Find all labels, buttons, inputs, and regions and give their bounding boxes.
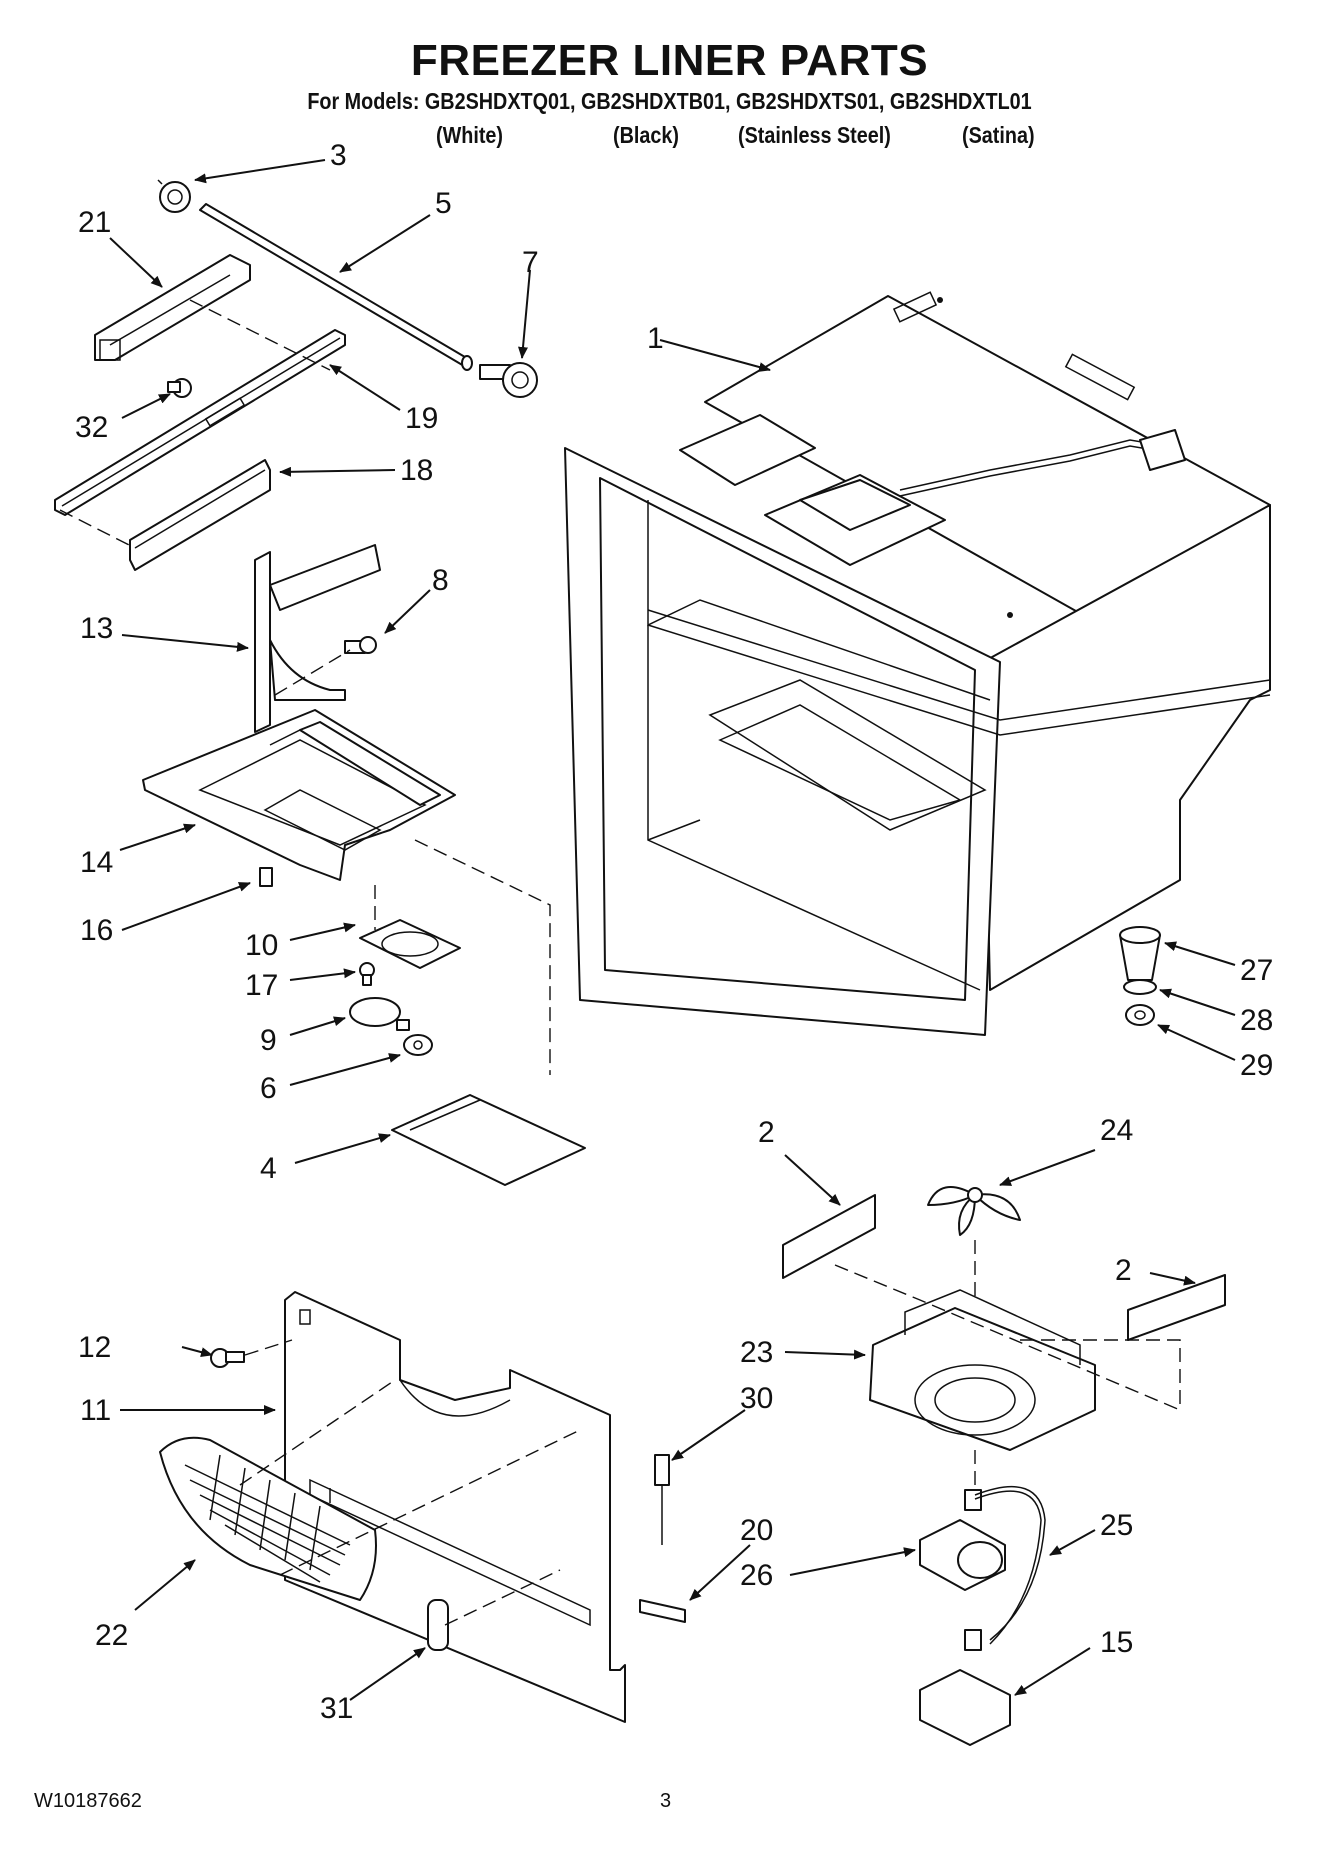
page-number: 3 — [660, 1790, 672, 1812]
rod-part-5 — [199, 203, 473, 371]
freezer-liner-part — [564, 291, 1271, 1036]
model-list: For Models: GB2SHDXTQ01, GB2SHDXTB01, GB… — [307, 88, 1032, 114]
washer-part-28 — [1123, 979, 1157, 995]
callout-32: 32 — [75, 411, 108, 444]
callout-labels: 1 2 2 3 4 5 6 7 8 9 10 11 12 13 14 15 16… — [75, 139, 1273, 1725]
bracket-part-21 — [94, 254, 251, 361]
callout-8: 8 — [432, 564, 449, 597]
foam-strip-part-20 — [639, 1599, 686, 1623]
finish-black: (Black) — [613, 122, 679, 148]
slide-rail-part-19 — [54, 329, 346, 516]
callout-20: 20 — [740, 1514, 773, 1547]
callout-1: 1 — [647, 322, 664, 355]
callout-21: 21 — [78, 206, 111, 239]
callout-10: 10 — [245, 929, 278, 962]
bulb-part-9 — [349, 997, 410, 1031]
clip-part-31 — [427, 1599, 449, 1651]
wire-harness-part-25 — [974, 1485, 1046, 1645]
callout-2-left: 2 — [758, 1116, 775, 1149]
finish-stainless-steel: (Stainless Steel) — [738, 122, 891, 148]
screw-part-17 — [359, 962, 375, 986]
callout-15: 15 — [1100, 1626, 1133, 1659]
callout-31: 31 — [320, 1692, 353, 1725]
leader-lines — [109, 159, 1236, 1701]
callout-19: 19 — [405, 402, 438, 435]
fan-blade-part-24 — [927, 1186, 1021, 1236]
callout-12: 12 — [78, 1331, 111, 1364]
clip-part-16 — [259, 867, 273, 887]
finish-satina: (Satina) — [962, 122, 1035, 148]
socket-part-6 — [403, 1034, 433, 1056]
rail-bracket-part-18 — [129, 459, 271, 571]
callout-6: 6 — [260, 1072, 277, 1105]
motor-bracket-part-15 — [919, 1629, 1011, 1746]
callout-28: 28 — [1240, 1004, 1273, 1037]
fan-shroud-part-23 — [869, 1289, 1096, 1451]
assembly-lines — [59, 299, 1181, 1626]
front-grille-part-22 — [159, 1436, 377, 1601]
callout-13: 13 — [80, 612, 113, 645]
cup-part-27 — [1119, 926, 1161, 981]
callout-26: 26 — [740, 1559, 773, 1592]
page-title: FREEZER LINER PARTS — [410, 36, 929, 85]
mounting-plate-part-13 — [254, 544, 381, 733]
housing-part-14 — [142, 709, 456, 881]
foam-block-part-2-right — [1127, 1274, 1226, 1341]
callout-2-right: 2 — [1115, 1254, 1132, 1287]
callout-18: 18 — [400, 454, 433, 487]
callout-25: 25 — [1100, 1509, 1133, 1542]
light-housing-part-10 — [359, 919, 461, 969]
callout-11: 11 — [80, 1394, 111, 1427]
callout-9: 9 — [260, 1024, 277, 1057]
grille-cover-part-4 — [391, 1094, 586, 1186]
callout-3: 3 — [330, 139, 347, 172]
gear-part-3 — [157, 179, 191, 213]
ring-part-29 — [1125, 1004, 1155, 1026]
foam-block-part-2-left — [782, 1194, 876, 1279]
gear-part-7 — [479, 362, 538, 398]
screw-part-8 — [344, 636, 377, 654]
callout-7: 7 — [522, 246, 539, 279]
sensor-part-30 — [654, 1454, 670, 1545]
callout-16: 16 — [80, 914, 113, 947]
finish-white: (White) — [436, 122, 504, 148]
callout-24: 24 — [1100, 1114, 1133, 1147]
callout-14: 14 — [80, 846, 113, 879]
callout-29: 29 — [1240, 1049, 1273, 1082]
document-number: W10187662 — [34, 1790, 142, 1812]
back-panel-part-11 — [284, 1291, 626, 1723]
callout-22: 22 — [95, 1619, 128, 1652]
callout-23: 23 — [740, 1336, 773, 1369]
screw-part-32 — [167, 378, 192, 398]
callout-17: 17 — [245, 969, 278, 1002]
callout-27: 27 — [1240, 954, 1273, 987]
screw-part-12 — [210, 1348, 245, 1368]
callout-30: 30 — [740, 1382, 773, 1415]
callout-4: 4 — [260, 1152, 277, 1185]
callout-5: 5 — [435, 187, 452, 220]
fan-motor-part-26 — [919, 1489, 1006, 1591]
